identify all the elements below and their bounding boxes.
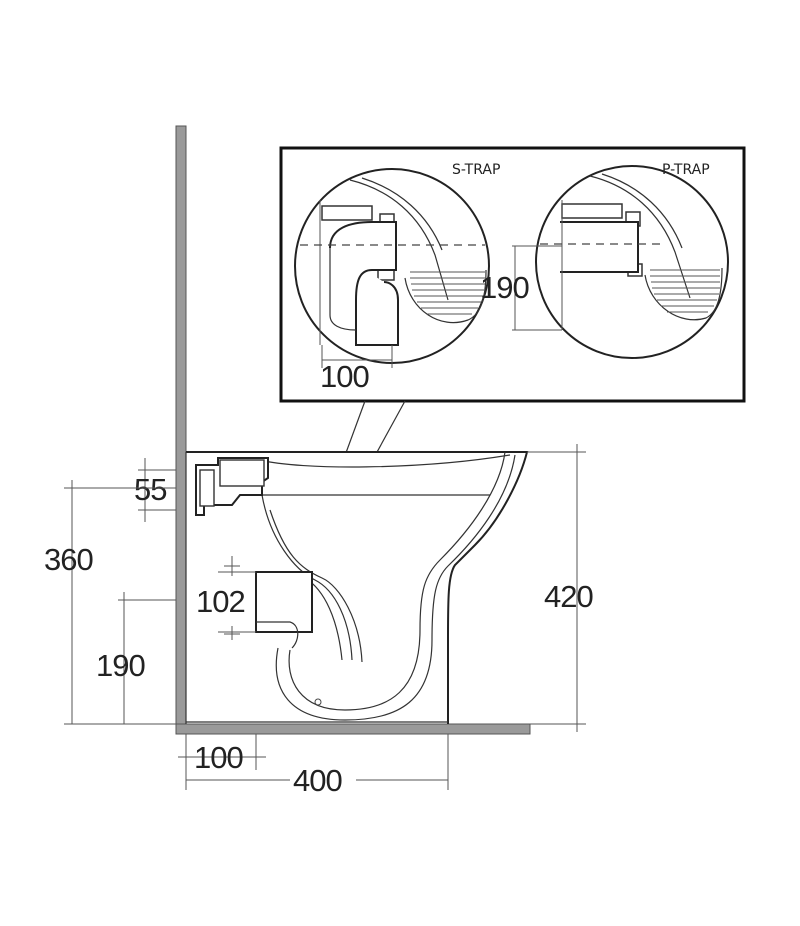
floor (175, 723, 531, 735)
wall (175, 125, 187, 731)
toilet-side-view (185, 451, 529, 724)
outlet-diameter-dim: 102 (196, 584, 245, 619)
total-height-dim: 420 (544, 579, 593, 614)
s-trap-label: S-TRAP (452, 162, 500, 178)
wall-and-floor (175, 125, 531, 735)
outlet-spigot (255, 571, 313, 633)
main-dimensions: 55 360 102 190 420 100 400 (44, 444, 594, 798)
p-trap-height-dim: 190 (480, 270, 529, 305)
detail-frame (279, 146, 746, 403)
bowl-inner-front (288, 451, 506, 711)
toilet-rim (186, 451, 529, 724)
p-trap-detail: 190 P-TRAP (480, 162, 729, 359)
wall-to-outlet-dim: 100 (194, 740, 243, 775)
outlet-height-dim: 190 (96, 648, 145, 683)
inlet-offset-dim: 55 (134, 472, 166, 507)
s-trap-outlet-dim: 100 (320, 359, 369, 394)
inlet-height-dim: 360 (44, 542, 93, 577)
p-trap-label: P-TRAP (662, 162, 710, 178)
trap-detail-panel: 100 S-TRAP (279, 146, 746, 579)
s-trap-detail: 100 S-TRAP (294, 162, 500, 394)
trapway (261, 494, 353, 661)
total-depth-dim: 400 (293, 763, 342, 798)
